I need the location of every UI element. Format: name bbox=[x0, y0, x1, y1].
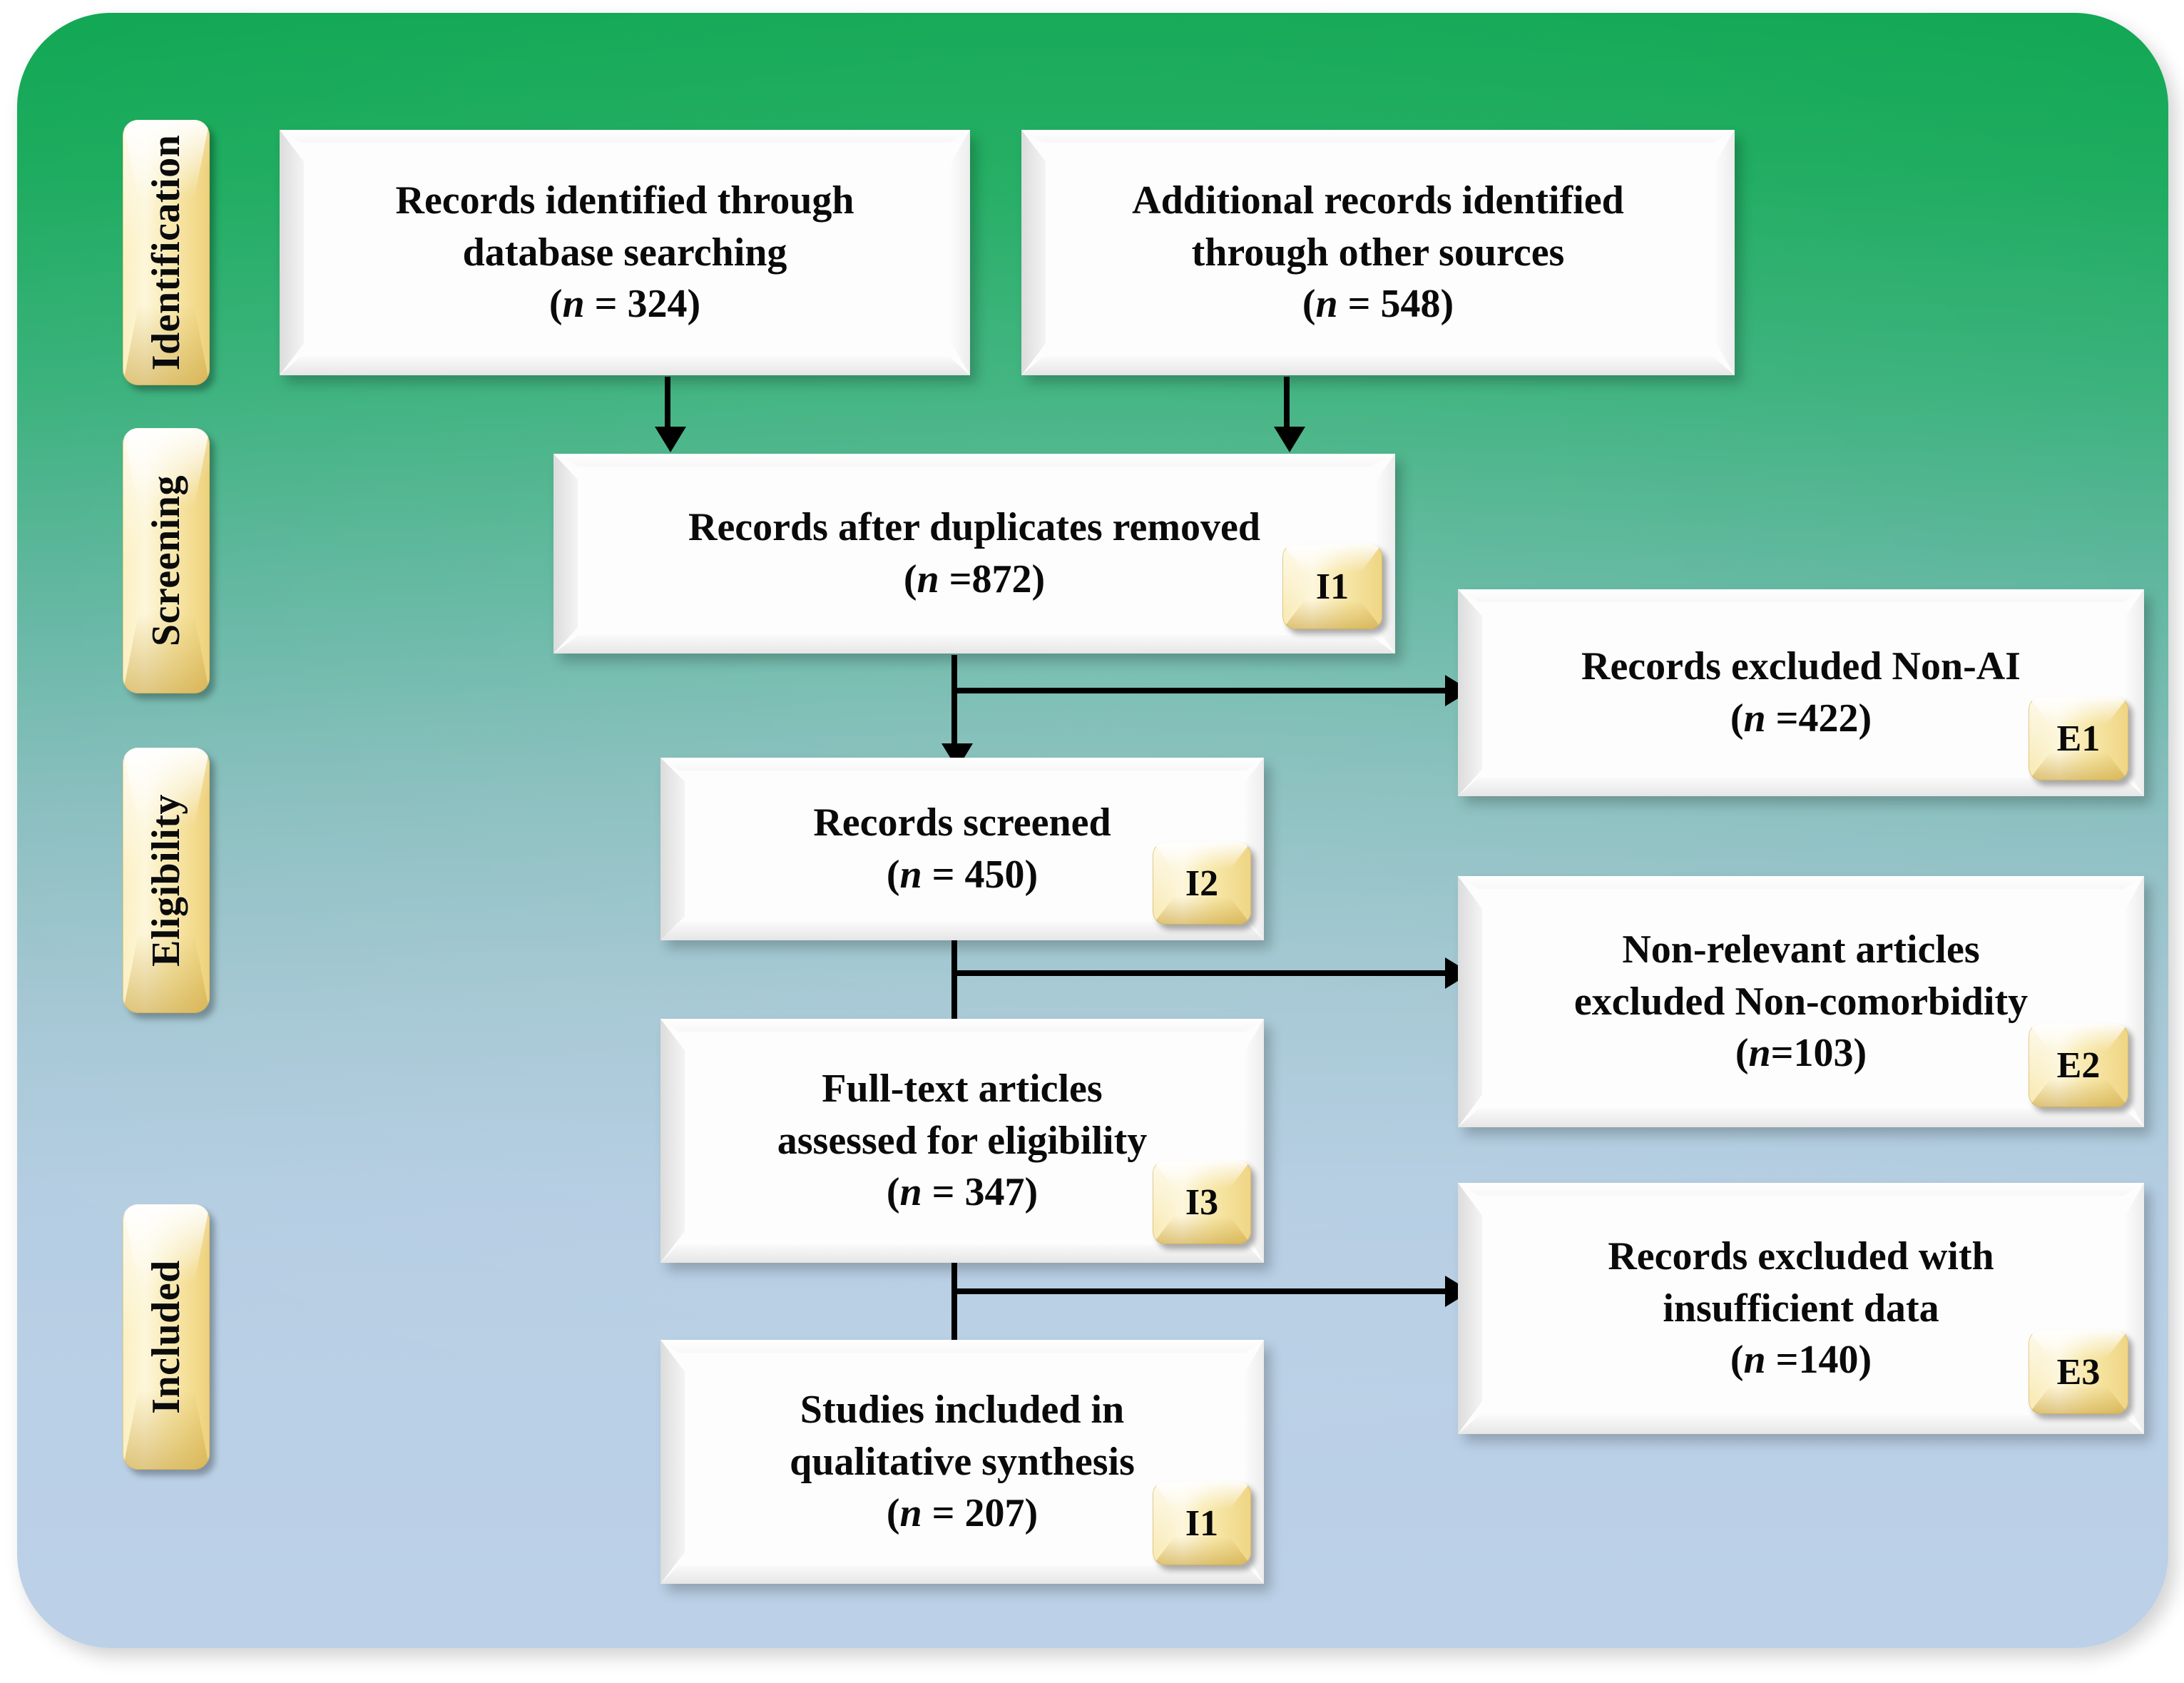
connector-screened-down bbox=[951, 940, 957, 1032]
node-count: (n = 450) bbox=[886, 853, 1039, 897]
badge-label: E3 bbox=[2056, 1351, 2101, 1393]
node-line-2: excluded Non-comorbidity bbox=[1573, 979, 2029, 1024]
stage-label-eligibility-text: Eligibility bbox=[144, 794, 188, 967]
badge-E1[interactable]: E1 bbox=[2029, 696, 2128, 781]
node-line-2: insufficient data bbox=[1663, 1286, 1939, 1331]
node-records-screened: Records screened (n = 450) I2 bbox=[660, 758, 1264, 940]
badge-label: E2 bbox=[2056, 1044, 2101, 1086]
stage-label-screening: Screening bbox=[123, 428, 210, 693]
node-text: Records screened (n = 450) bbox=[660, 758, 1264, 940]
connector-other-to-duplicates bbox=[1284, 377, 1290, 431]
node-count: (n=103) bbox=[1735, 1031, 1867, 1076]
stage-label-included: Included bbox=[123, 1204, 210, 1470]
connector-fulltext-down bbox=[951, 1263, 957, 1350]
node-count: (n = 548) bbox=[1302, 282, 1454, 327]
node-line-1: Records after duplicates removed bbox=[688, 505, 1260, 550]
badge-label: I2 bbox=[1185, 863, 1219, 904]
badge-I1-included[interactable]: I1 bbox=[1153, 1481, 1251, 1565]
badge-I3[interactable]: I3 bbox=[1153, 1160, 1251, 1244]
node-count: (n = 347) bbox=[886, 1170, 1039, 1215]
node-text: Records identified through database sear… bbox=[280, 130, 970, 375]
stage-label-screening-text: Screening bbox=[144, 475, 188, 646]
node-line-2: qualitative synthesis bbox=[790, 1439, 1135, 1484]
node-line-1: Records screened bbox=[813, 800, 1111, 845]
arrowhead-db-to-duplicates bbox=[655, 427, 686, 452]
node-text: Non-relevant articles excluded Non-comor… bbox=[1458, 876, 2144, 1127]
stage-label-eligibility: Eligibility bbox=[123, 748, 210, 1013]
node-line-2: through other sources bbox=[1191, 230, 1565, 275]
node-additional-records-other-sources: Additional records identified through ot… bbox=[1021, 130, 1735, 375]
node-line-1: Full-text articles bbox=[822, 1066, 1103, 1111]
node-line-2: database searching bbox=[462, 230, 787, 275]
node-studies-included-qualitative-synthesis: Studies included in qualitative synthesi… bbox=[660, 1340, 1264, 1584]
stage-label-identification: Identification bbox=[123, 120, 210, 385]
connector-db-to-duplicates bbox=[665, 377, 670, 431]
node-non-relevant-excluded-non-comorbidity: Non-relevant articles excluded Non-comor… bbox=[1458, 876, 2144, 1127]
node-text: Additional records identified through ot… bbox=[1021, 130, 1735, 375]
node-line-2: assessed for eligibility bbox=[777, 1118, 1148, 1163]
node-line-1: Records excluded Non-AI bbox=[1581, 644, 2021, 689]
node-text: Records excluded with insufficient data … bbox=[1458, 1183, 2144, 1434]
connector-duplicates-down bbox=[951, 655, 957, 748]
node-text: Records excluded Non-AI (n =422) bbox=[1458, 589, 2144, 796]
badge-E2[interactable]: E2 bbox=[2029, 1023, 2128, 1107]
node-count: (n =872) bbox=[903, 557, 1046, 601]
arrowhead-other-to-duplicates bbox=[1274, 427, 1305, 452]
node-records-after-duplicates-removed: Records after duplicates removed (n =872… bbox=[553, 454, 1395, 654]
node-fulltext-assessed-eligibility: Full-text articles assessed for eligibil… bbox=[660, 1019, 1264, 1263]
node-count: (n = 324) bbox=[548, 282, 701, 327]
node-line-1: Non-relevant articles bbox=[1622, 927, 1980, 972]
node-records-excluded-non-ai: Records excluded Non-AI (n =422) E1 bbox=[1458, 589, 2144, 796]
badge-label: I1 bbox=[1185, 1503, 1219, 1544]
stage-label-included-text: Included bbox=[144, 1260, 188, 1414]
badge-label: E1 bbox=[2056, 718, 2101, 759]
node-count: (n = 207) bbox=[886, 1491, 1039, 1536]
badge-E3[interactable]: E3 bbox=[2029, 1330, 2128, 1414]
badge-label: I1 bbox=[1315, 566, 1349, 607]
stage-label-identification-text: Identification bbox=[144, 134, 188, 371]
badge-I2[interactable]: I2 bbox=[1153, 842, 1251, 925]
node-line-1: Records identified through bbox=[395, 178, 854, 223]
badge-label: I3 bbox=[1185, 1181, 1219, 1223]
node-records-identified-database: Records identified through database sear… bbox=[280, 130, 970, 375]
badge-I1-duplicates[interactable]: I1 bbox=[1282, 544, 1382, 629]
node-text: Full-text articles assessed for eligibil… bbox=[660, 1019, 1264, 1263]
node-line-1: Records excluded with bbox=[1608, 1234, 1994, 1278]
node-text: Studies included in qualitative synthesi… bbox=[660, 1340, 1264, 1584]
connector-duplicates-to-excluded-nonai bbox=[951, 688, 1451, 693]
connector-screened-to-excluded-noncomorbidity bbox=[951, 970, 1451, 976]
node-records-excluded-insufficient-data: Records excluded with insufficient data … bbox=[1458, 1183, 2144, 1434]
connector-fulltext-to-excluded-insufficient bbox=[951, 1288, 1451, 1294]
node-count: (n =422) bbox=[1730, 696, 1872, 741]
node-text: Records after duplicates removed (n =872… bbox=[553, 454, 1395, 654]
node-line-1: Additional records identified bbox=[1132, 178, 1624, 223]
node-line-1: Studies included in bbox=[800, 1387, 1125, 1432]
node-count: (n =140) bbox=[1730, 1338, 1872, 1383]
